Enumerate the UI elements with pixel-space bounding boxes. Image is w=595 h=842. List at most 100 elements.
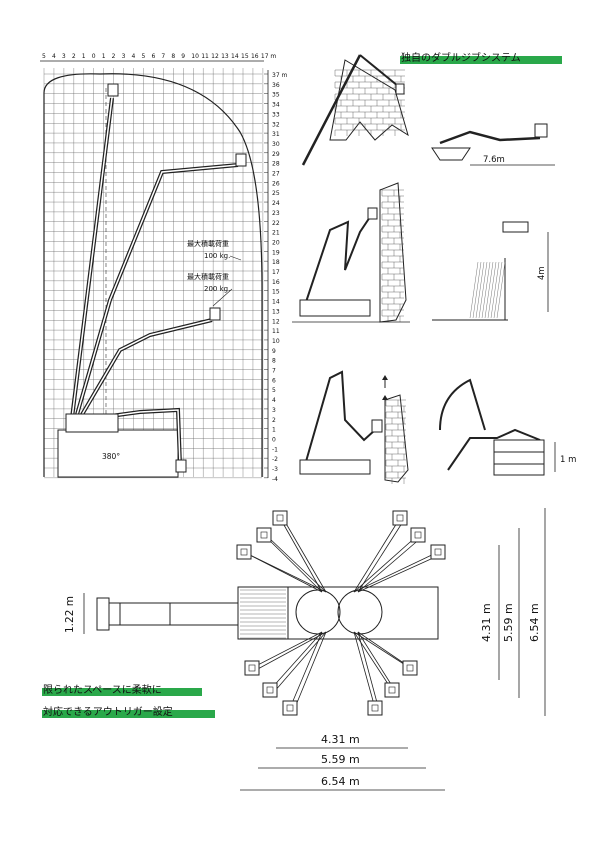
caption-line-2: 対応できるアウトリガー設定: [43, 705, 173, 718]
y-tick-label: 29: [272, 151, 280, 158]
x-tick-label: 17 m: [261, 53, 277, 60]
y-tick-label: 16: [272, 279, 280, 286]
y-tick-label: 7: [272, 368, 276, 375]
dim-width-label: 1.22 m: [64, 596, 76, 633]
sketch-over-wall: [301, 54, 409, 166]
chassis-grid: [237, 586, 289, 640]
y-tick-label: 25: [272, 190, 280, 197]
y-tick-label: 21: [272, 230, 280, 237]
x-tick-label: 7: [161, 53, 165, 60]
y-tick-label: 3: [272, 407, 276, 414]
y-tick-label: 22: [272, 220, 280, 227]
outrigger-pad: [244, 660, 260, 676]
outrigger-pad: [430, 544, 446, 560]
caption-1-highlight: [42, 688, 202, 696]
outrigger-legs: [236, 510, 446, 716]
dim-h-1: 4.31 m: [321, 733, 360, 746]
dim-v-3: 6.54 m: [528, 603, 541, 642]
x-tick-label: 4: [52, 53, 56, 60]
x-tick-label: 12: [211, 53, 219, 60]
x-tick-label: 9: [181, 53, 185, 60]
y-tick-label: 15: [272, 289, 280, 296]
y-tick-label: 6: [272, 377, 276, 384]
x-tick-label: 8: [171, 53, 175, 60]
y-tick-label: 28: [272, 161, 280, 168]
load-label-2-title: 最大積載荷重: [187, 272, 229, 281]
caption-line-1: 限られたスペースに柔軟に: [43, 683, 162, 696]
y-tick-label: 24: [272, 200, 280, 207]
double-jib-title: 独自のダブルジブシステム: [401, 51, 521, 64]
height-1m-label: 1 m: [560, 455, 576, 465]
outrigger-pad: [410, 527, 426, 543]
y-tick-label: 8: [272, 358, 276, 365]
y-tick-label: 34: [272, 102, 280, 109]
y-tick-label: 4: [272, 397, 276, 404]
load-label-1-value: 100 kg.: [204, 252, 230, 260]
y-tick-label: 20: [272, 239, 280, 246]
double-jib-panel: 独自のダブルジブシステム 7.6m: [292, 51, 576, 484]
y-tick-label: 14: [272, 299, 280, 306]
x-tick-label: 14: [231, 53, 239, 60]
sketch-beside-wall: [292, 182, 410, 323]
y-tick-label: 11: [272, 328, 280, 335]
y-tick-label: 17: [272, 269, 280, 276]
title-highlight: [400, 56, 562, 64]
dim-v-2: 5.59 m: [502, 603, 515, 642]
outrigger-pad: [367, 700, 383, 716]
x-tick-label: 10: [191, 53, 199, 60]
x-tick-label: 16: [251, 53, 259, 60]
turret: [65, 413, 119, 433]
x-tick-label: 2: [112, 53, 116, 60]
boom-mid-extension: [74, 153, 247, 419]
dim-v-1: 4.31 m: [480, 603, 493, 642]
x-tick-label: 11: [201, 53, 209, 60]
outrigger-pad: [256, 527, 272, 543]
boom-full-extension: [70, 83, 119, 419]
load-label-2-value: 200 kg.: [204, 285, 230, 293]
y-tick-label: 18: [272, 259, 280, 266]
y-tick-label: 31: [272, 131, 280, 138]
y-tick-label: 19: [272, 249, 280, 256]
y-tick-label: 32: [272, 121, 280, 128]
load-label-1-title: 最大積載荷重: [187, 239, 229, 248]
height-4m-label: 4m: [537, 266, 547, 280]
y-tick-label: 9: [272, 348, 276, 355]
dim-h-3: 6.54 m: [321, 775, 360, 788]
sketch-height-4m: 4m: [432, 221, 549, 321]
y-tick-label: 1: [272, 427, 276, 434]
x-tick-label: 5: [42, 53, 46, 60]
y-tick-label: -4: [272, 476, 278, 483]
x-tick-label: 5: [142, 53, 146, 60]
y-tick-label: 12: [272, 318, 280, 325]
outrigger-pad: [384, 682, 400, 698]
outrigger-pad: [282, 700, 298, 716]
x-tick-label: 15: [241, 53, 249, 60]
y-tick-label: 36: [272, 82, 280, 89]
y-tick-label: 0: [272, 436, 276, 443]
working-envelope-outline: [43, 73, 263, 477]
outrigger-plan: 1.22 m 4.31 m 5.59 m 6.54 m 4.31 m 5.59 …: [42, 508, 546, 791]
y-tick-label: 30: [272, 141, 280, 148]
rotation-label: 380°: [102, 452, 120, 461]
outrigger-pad: [272, 510, 288, 526]
outrigger-pad: [402, 660, 418, 676]
y-tick-label: 27: [272, 171, 280, 178]
x-tick-label: 1: [102, 53, 106, 60]
y-tick-label: 23: [272, 210, 280, 217]
sketch-up-over: [299, 370, 409, 484]
y-tick-label: 10: [272, 338, 280, 345]
boom-reach-extension: [78, 307, 221, 420]
y-tick-label: -2: [272, 456, 278, 463]
y-axis-ticks: 37 m363534333231302928272625242322212019…: [272, 72, 288, 483]
x-tick-label: 0: [92, 53, 96, 60]
caption-2-highlight: [42, 710, 215, 718]
y-tick-label: 13: [272, 308, 280, 315]
base-pedestal: [57, 429, 179, 478]
x-tick-label: 2: [72, 53, 76, 60]
reach-label: 7.6m: [483, 155, 505, 165]
x-tick-label: 13: [221, 53, 229, 60]
sketch-step-1m: 1 m: [439, 378, 576, 476]
